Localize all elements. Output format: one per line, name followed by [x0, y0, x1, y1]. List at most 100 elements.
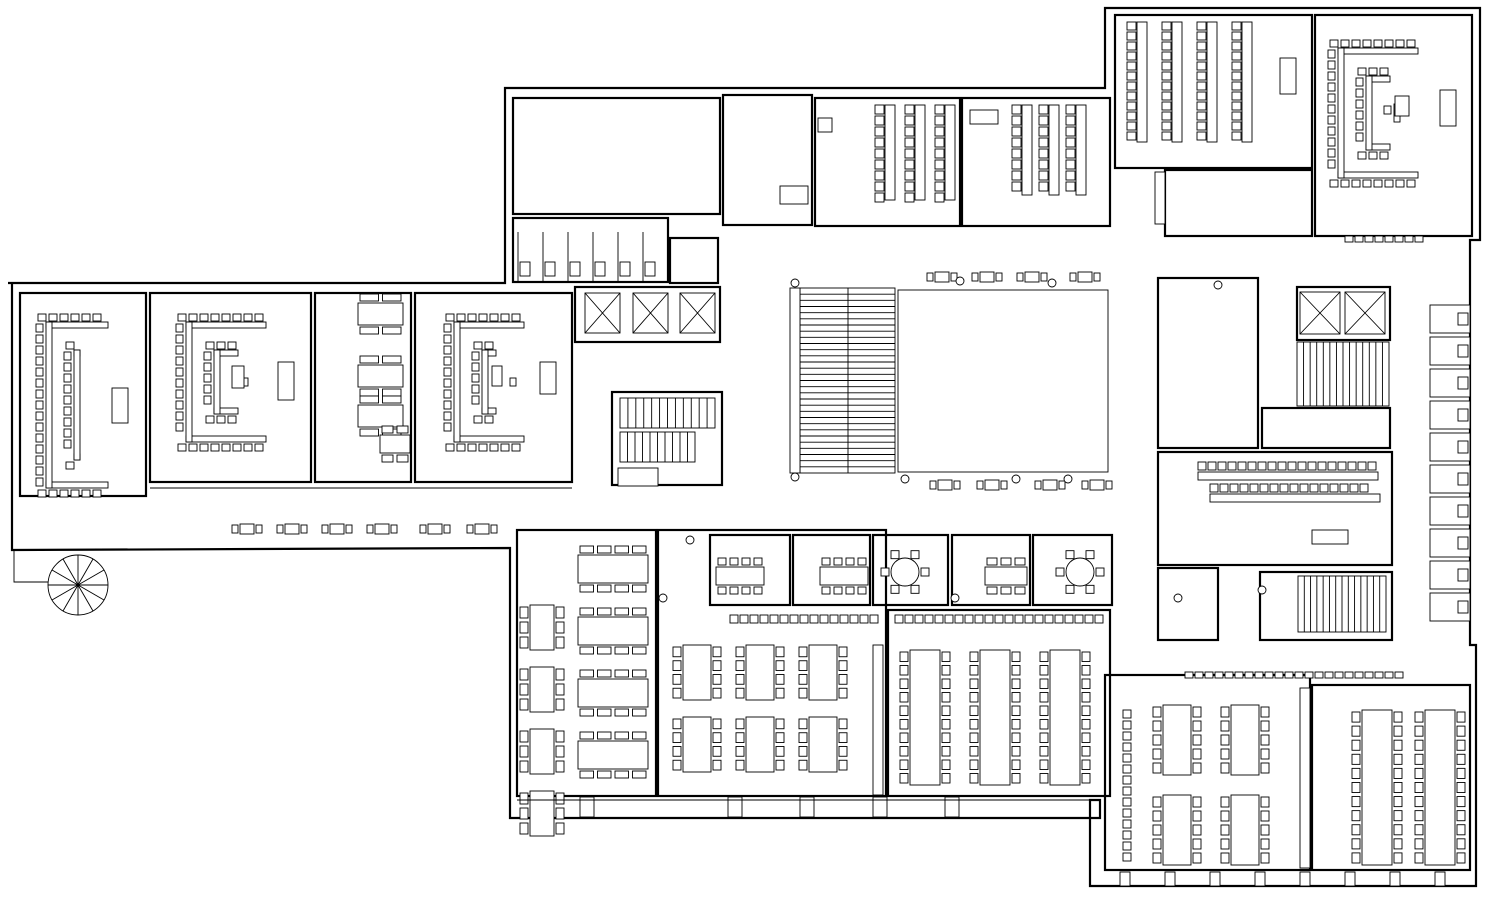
toilet-cubicle [1429, 336, 1471, 366]
chair [1456, 767, 1466, 779]
chair [1081, 773, 1091, 784]
desk-row [1206, 21, 1218, 143]
toilet [619, 261, 631, 277]
pillar [727, 796, 743, 818]
chair [443, 400, 452, 410]
chair [632, 545, 647, 554]
chair [1152, 748, 1162, 760]
column [1011, 474, 1021, 484]
chair [1126, 121, 1137, 131]
chair [739, 614, 749, 624]
stair-core-2 [1258, 570, 1394, 642]
chair [1038, 159, 1049, 170]
chair [519, 822, 529, 835]
column [1173, 593, 1183, 603]
chair [35, 422, 44, 432]
chair [1414, 852, 1424, 864]
chair [1065, 115, 1076, 126]
stair-tread [62, 558, 79, 586]
chair [941, 773, 951, 784]
chair [1357, 461, 1367, 471]
room-study-hall-3 [1103, 673, 1312, 872]
chair [1065, 148, 1076, 159]
desk [969, 109, 999, 125]
toilet [594, 261, 606, 277]
chair [203, 351, 212, 361]
chair [478, 313, 488, 322]
room-storage-2 [1260, 406, 1392, 450]
chair [555, 822, 565, 835]
chair [1355, 88, 1364, 98]
meeting-room [871, 533, 950, 607]
chair [954, 614, 964, 624]
chair [35, 433, 44, 443]
chair [175, 389, 184, 399]
chair [1197, 461, 1207, 471]
chair [1126, 71, 1137, 81]
column [950, 593, 960, 603]
rooms [18, 13, 1474, 872]
chair [969, 719, 979, 730]
chair [874, 192, 885, 203]
chair [809, 614, 819, 624]
chair [555, 745, 565, 758]
partition [1299, 687, 1311, 869]
chair [59, 313, 69, 322]
meeting-room [950, 533, 1032, 607]
table [745, 716, 775, 773]
chair [798, 674, 808, 685]
chair [1161, 41, 1172, 51]
chair [519, 606, 529, 619]
toilet [519, 261, 531, 277]
pillar [1299, 871, 1311, 887]
chair [1192, 824, 1202, 836]
chair [1414, 796, 1424, 808]
chair [63, 384, 72, 394]
chair [857, 586, 867, 595]
chair [929, 480, 937, 490]
chair [969, 651, 979, 662]
toilet [1457, 440, 1469, 454]
chair [1351, 824, 1361, 836]
chair [941, 746, 951, 757]
chair [1277, 461, 1287, 471]
pillar [872, 796, 888, 818]
chair [1161, 111, 1172, 121]
toilet [1457, 408, 1469, 422]
toilet [544, 261, 556, 277]
chair [1039, 665, 1049, 676]
elevator-cross [632, 292, 669, 334]
chair [1085, 550, 1095, 560]
chair [1011, 759, 1021, 770]
chair [210, 443, 220, 452]
chair [1064, 614, 1074, 624]
chair [1351, 753, 1361, 765]
chair [798, 660, 808, 671]
chair [1267, 461, 1277, 471]
chair [1373, 39, 1383, 48]
chair [1257, 461, 1267, 471]
seminar-desk [453, 321, 461, 443]
chair [1359, 483, 1369, 493]
chair [381, 454, 394, 463]
chair [597, 607, 612, 616]
chair [1011, 159, 1022, 170]
chair [1122, 775, 1132, 785]
desk-row [914, 104, 926, 201]
chair [874, 126, 885, 137]
chair [1161, 71, 1172, 81]
chair [969, 773, 979, 784]
chair [65, 341, 75, 350]
chair [243, 443, 253, 452]
chair [35, 444, 44, 454]
chair [1456, 711, 1466, 723]
chair [382, 293, 402, 302]
chair [175, 367, 184, 377]
chair [838, 660, 848, 671]
table [715, 566, 765, 586]
small-table [937, 479, 953, 491]
chair [555, 621, 565, 634]
chair [1220, 706, 1230, 718]
chair [934, 137, 945, 148]
chair [614, 770, 629, 779]
